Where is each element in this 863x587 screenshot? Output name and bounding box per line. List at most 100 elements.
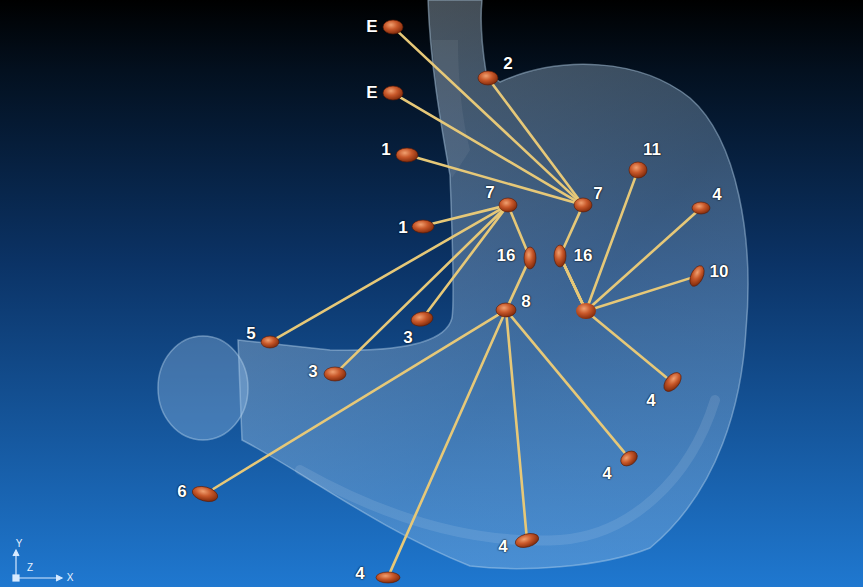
lymph-node-shape [574,198,592,212]
lymph-node-shape [324,367,346,381]
lymph-node-oval [499,198,517,212]
lymph-node-oval [524,247,536,269]
station-number: 11 [643,141,661,159]
lymph-node: 16 [554,245,566,267]
lymph-node-shape [499,198,517,212]
station-number: 1 [381,141,390,159]
lymph-node: 2 [478,71,498,85]
lymph-node-shape [524,247,536,269]
lymph-node-oval [554,245,566,267]
lymphatic-line [341,210,502,368]
lymph-node-shape [666,371,679,393]
lymph-node: 4 [666,371,679,393]
lymph-node-shape [396,148,418,162]
lymph-node-shape [192,487,218,501]
lymph-node: 16 [524,247,536,269]
lymph-node-oval [692,202,710,214]
station-number: 7 [593,185,602,203]
station-number: 8 [521,293,530,311]
station-number: 16 [497,247,516,265]
lymphatic-line [427,211,504,313]
lymph-node: 3 [324,367,346,381]
esophagus-shade [432,40,470,178]
lymph-node-oval [412,220,434,233]
lymph-node-shape [412,220,434,233]
lymphatic-line [390,317,503,572]
lymph-node-oval [687,263,707,288]
lymphatic-line [214,315,499,489]
lymphatic-line [564,264,666,377]
station-number: E [366,18,377,36]
lymph-node-shape [383,20,403,34]
lymph-node-shape [629,162,647,178]
lymph-node: E [383,86,403,100]
lymph-node-shape [554,245,566,267]
lymph-node: 4 [376,572,400,583]
lymph-node-shape [376,572,400,583]
station-number: 6 [177,483,186,501]
station-number: 3 [308,363,317,381]
lymph-node: 11 [629,162,647,178]
station-number: 10 [710,263,729,281]
lymph-node: 10 [691,265,703,287]
lymph-node-shape [515,534,539,547]
station-number: 16 [574,247,593,265]
lymphatic-line [399,33,577,200]
station-number: 4 [712,186,721,204]
stomach-outline [238,0,748,569]
station-number: 5 [246,325,255,343]
lymph-node: E [383,20,403,34]
lymph-node: 7 [574,198,592,212]
stomach-highlight [300,400,715,541]
lymph-node-oval [324,367,346,381]
station-number: 2 [503,55,512,73]
station-number: 4 [646,392,655,410]
axis-label: Y [16,538,23,549]
axis-gizmo [13,550,62,581]
lymph-node: 4 [692,202,710,214]
lymphatic-line [511,316,624,452]
lymph-node-shape [620,452,638,465]
lymph-node: 1 [396,148,418,162]
lymph-node: 8 [496,303,516,317]
lymph-node-shape [383,86,403,100]
lymph-node: 6 [192,487,218,501]
lymph-node-oval [618,448,640,469]
lymph-node-oval [383,20,403,34]
lymph-node-oval [574,198,592,212]
lymphatic-line [507,317,527,534]
lymphatic-line [511,212,527,250]
lymph-node-oval [191,484,220,504]
lymph-node-junction [576,303,596,319]
station-number: 3 [403,329,412,347]
axis-label: Z [27,562,33,573]
lymph-node-oval [261,336,279,348]
lymph-node: 4 [620,452,638,465]
lymph-node-oval [514,531,541,550]
axis-label: X [67,572,74,583]
lymphatic-line [277,209,501,338]
pylorus-bulb [158,336,248,440]
station-number: 7 [485,184,494,202]
station-number: E [366,84,377,102]
lymph-node: 4 [515,534,539,547]
lymphatic-line [564,178,635,311]
lymph-node: 5 [261,336,279,348]
lymph-node-oval [660,369,684,394]
lymphatic-line [564,212,580,248]
station-number: 4 [602,465,611,483]
lymph-node-shape [478,71,498,85]
station-number: 4 [498,538,507,556]
lymph-node-oval [396,148,418,162]
lymph-node-oval [629,162,647,178]
lymph-node-shape [261,336,279,348]
lymph-node: 7 [499,198,517,212]
lymph-node: 1 [412,220,434,233]
lymph-node-oval [496,303,516,317]
station-number: 4 [355,565,364,583]
